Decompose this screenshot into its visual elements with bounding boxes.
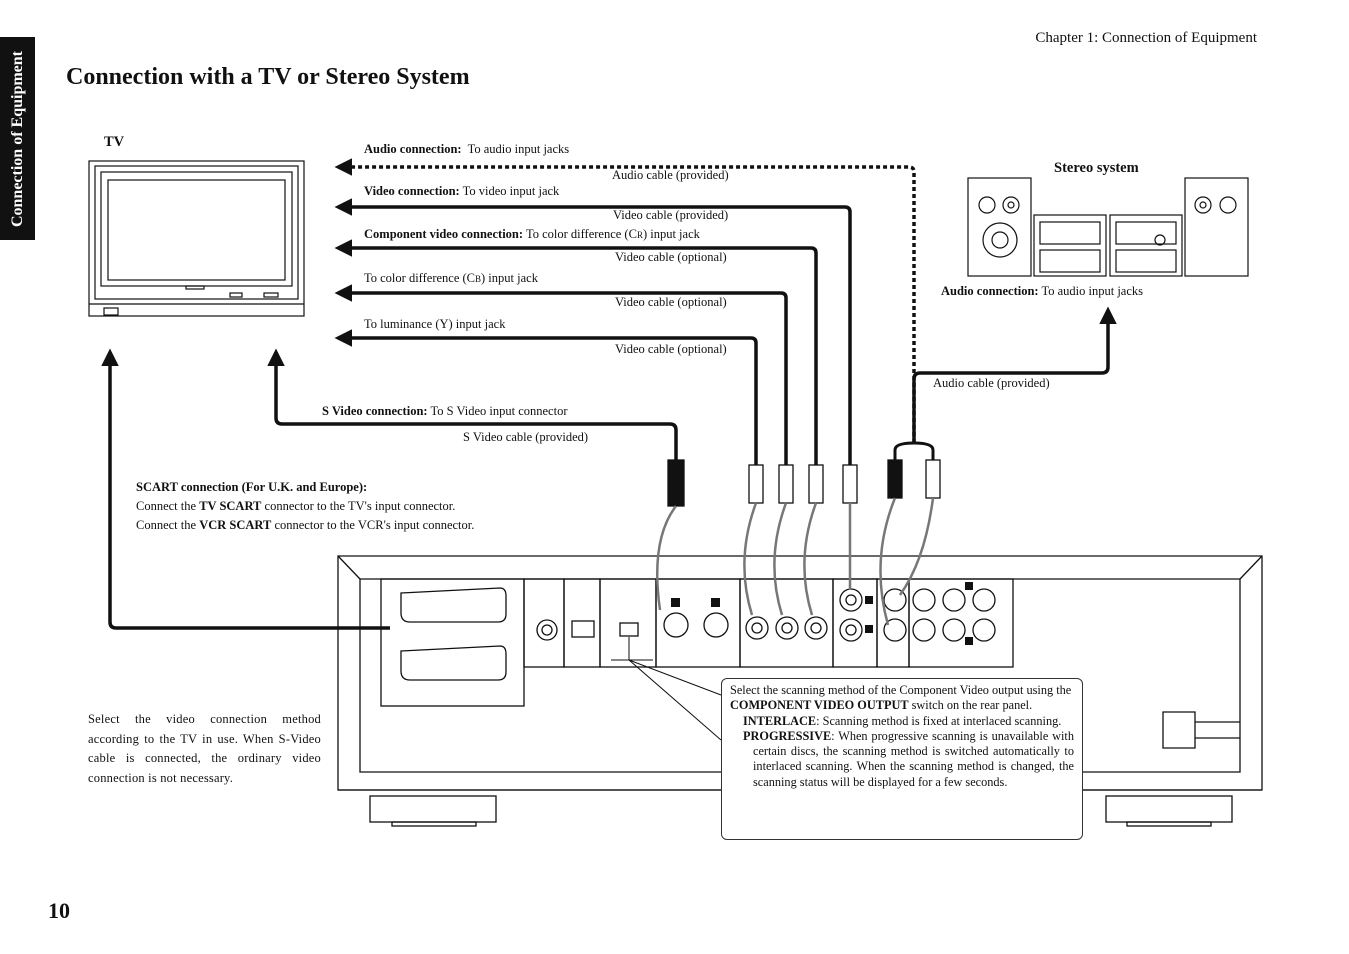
luminance-label: To luminance (Y) input jack — [364, 317, 506, 331]
audio-connection-label: Audio connection: To audio input jacks — [364, 142, 570, 156]
stereo-audio-cable-label: Audio cable (provided) — [933, 376, 1050, 390]
scart-note-line1: Connect the TV SCART connector to the TV… — [136, 499, 456, 513]
video-cable-label: Video cable (provided) — [613, 208, 729, 222]
cb-input-label: To color difference (CB) input jack — [364, 271, 538, 285]
audio-cable-label: Audio cable (provided) — [612, 168, 729, 182]
stereo-audio-connection-label: Audio connection: To audio input jacks — [941, 284, 1144, 298]
video-cable-optional-cr: Video cable (optional) — [615, 250, 727, 264]
page-title: Connection with a TV or Stereo System — [66, 64, 470, 90]
scanning-intro: Select the scanning method of the Compon… — [730, 683, 1072, 713]
callout-leaders — [611, 637, 722, 741]
svideo-connection-label: S Video connection: To S Video input con… — [322, 404, 568, 418]
panel-markers — [671, 582, 973, 645]
video-cable-optional-cb: Video cable (optional) — [615, 295, 727, 309]
video-selection-note: Select the video connection method accor… — [88, 712, 321, 785]
video-connection-label: Video connection: To video input jack — [364, 184, 560, 198]
page-number: 10 — [48, 898, 70, 923]
side-tab: Connection of Equipment — [0, 37, 35, 240]
interlace-description: INTERLACE: Scanning method is fixed at i… — [743, 713, 1062, 728]
progressive-description: PROGRESSIVE: When progressive scanning i… — [743, 728, 1074, 789]
tv-illustration — [88, 160, 305, 317]
scart-note-title: SCART connection (For U.K. and Europe): — [136, 480, 368, 494]
stereo-system-illustration — [967, 177, 1249, 277]
scart-note-line2: Connect the VCR SCART connector to the V… — [136, 518, 475, 532]
tv-label: TV — [104, 134, 125, 150]
component-video-label: Component video connection: To color dif… — [364, 227, 700, 241]
scanning-method-callout: Select the scanning method of the Compon… — [721, 678, 1083, 840]
thin-leads — [655, 497, 935, 626]
plugs — [667, 459, 941, 507]
video-cable-optional-y: Video cable (optional) — [615, 342, 727, 356]
chapter-heading: Chapter 1: Connection of Equipment — [1035, 30, 1257, 46]
stereo-system-label: Stereo system — [1054, 160, 1139, 176]
svideo-cable-label: S Video cable (provided) — [463, 430, 589, 444]
cables — [101, 158, 1117, 630]
scart-note: SCART connection (For U.K. and Europe): … — [136, 478, 483, 535]
